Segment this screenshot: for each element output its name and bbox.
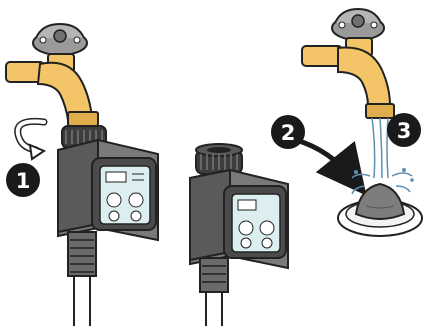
panel-step-2: 2 <box>190 115 354 326</box>
step-number-2: 2 <box>281 121 296 145</box>
faucet-handle-icon <box>33 24 87 55</box>
garden-hose-icon <box>68 232 96 326</box>
step-badge-2: 2 <box>271 115 305 149</box>
step-number-3: 3 <box>397 119 412 143</box>
garden-hose-icon <box>200 258 228 326</box>
faucet-icon <box>302 38 394 118</box>
panel-step-1: 1 <box>6 24 158 326</box>
step-badge-1: 1 <box>6 163 40 197</box>
step-badge-3: 3 <box>387 113 421 147</box>
faucet-icon <box>6 54 98 126</box>
water-timer-icon <box>190 170 288 268</box>
direction-arrow <box>296 140 354 180</box>
water-timer-icon <box>58 140 158 240</box>
step-number-1: 1 <box>16 169 31 193</box>
coupling-nut-icon <box>196 144 242 174</box>
faucet-handle-icon <box>332 9 384 40</box>
panel-step-3: 3 <box>302 9 422 236</box>
